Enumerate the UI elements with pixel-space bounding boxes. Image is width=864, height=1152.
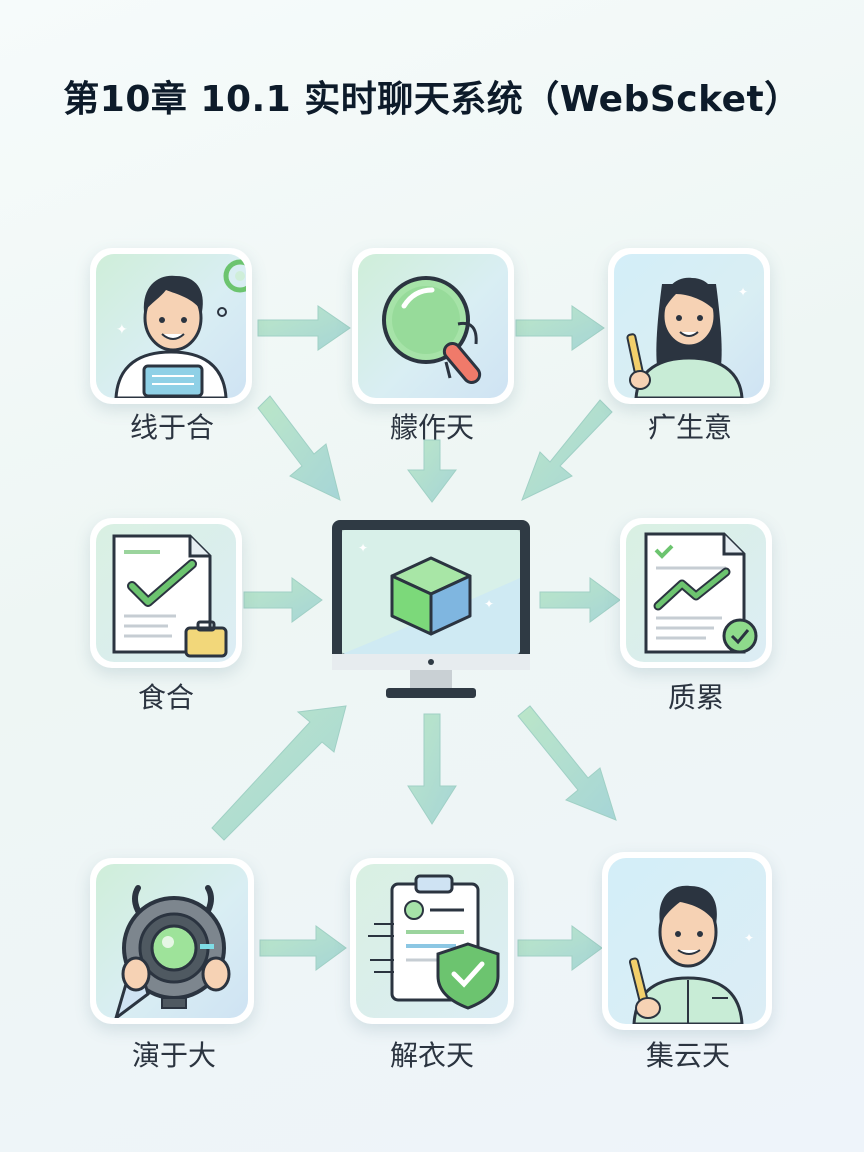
node-card-1[interactable]: ✦ [90, 248, 252, 404]
clipboard-shield-check-icon [368, 874, 500, 1010]
svg-text:✦: ✦ [358, 541, 368, 555]
node-card-7[interactable] [350, 858, 514, 1024]
node-label-6: 演于大 [131, 1039, 216, 1072]
teacher-woman-pointer-icon: ✦ [626, 277, 748, 398]
arrow-n1-n2 [257, 305, 351, 351]
node-label-5: 质累 [667, 681, 724, 714]
node-card-8[interactable]: ✦ [602, 852, 772, 1030]
node-label-1: 线于合 [129, 411, 214, 444]
node-card-2[interactable] [352, 248, 514, 404]
central-monitor[interactable]: ✦ ✦ [330, 518, 532, 708]
magnifier-icon [382, 276, 482, 384]
arrow-center-n8 [517, 705, 617, 821]
node-card-5[interactable] [620, 518, 772, 668]
arrow-n2-n3 [515, 305, 605, 351]
svg-text:✦: ✦ [738, 285, 748, 299]
node-label-8: 集云天 [645, 1039, 730, 1072]
arrow-n6-center [211, 705, 347, 841]
document-chart-briefcase-icon [112, 534, 228, 658]
svg-text:✦: ✦ [484, 597, 494, 611]
man-pointer-icon: ✦ [628, 885, 754, 1024]
arrow-center-n7 [407, 713, 457, 825]
node-label-4: 食合 [137, 681, 194, 714]
svg-text:✦: ✦ [116, 322, 128, 338]
document-chart-check-icon [644, 532, 758, 654]
node-label-3: 疒生意 [647, 411, 732, 444]
page-title: 第10章 10.1 实时聊天系统（WebScket） [63, 79, 801, 120]
node-label-2: 艨作天 [389, 411, 474, 444]
arrow-n7-n8 [517, 925, 603, 971]
node-label-7: 解衣天 [389, 1039, 474, 1072]
svg-text:✦: ✦ [744, 931, 754, 945]
monitor-cube-icon: ✦ ✦ [332, 520, 530, 698]
lens-device-hands-icon [114, 885, 231, 1018]
arrow-center-n5 [539, 577, 621, 623]
arrow-n6-n7 [259, 925, 347, 971]
developer-person-laptop-icon: ✦ [114, 259, 246, 398]
node-card-3[interactable]: ✦ [608, 248, 770, 404]
node-card-6[interactable] [90, 858, 254, 1024]
node-card-4[interactable] [90, 518, 242, 668]
arrow-n4-center [243, 577, 323, 623]
arrow-n2-center [407, 439, 457, 503]
